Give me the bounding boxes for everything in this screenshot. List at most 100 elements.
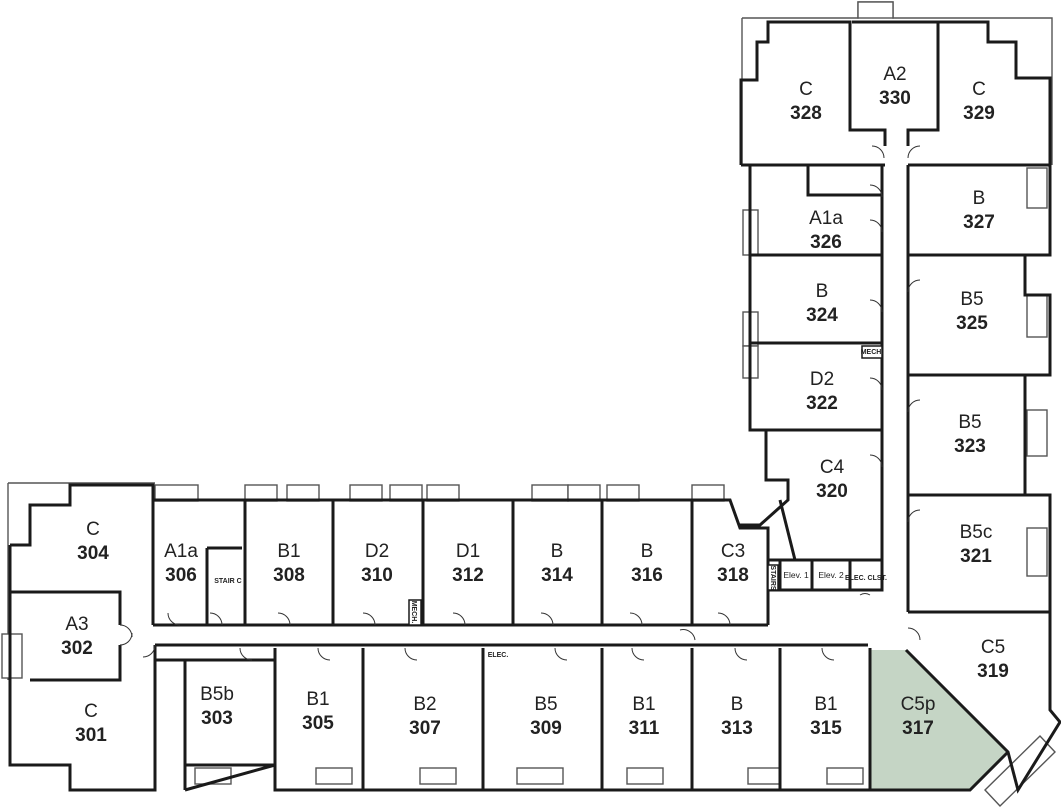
unit-type: B1 [277,541,300,562]
unit-type: C3 [721,541,745,562]
walls [8,20,1061,794]
unit-type: C4 [820,457,845,478]
unit-number: 327 [963,212,995,233]
unit-type: B1 [632,694,655,715]
unit-type: C5p [901,694,936,715]
utility-rooms: MECH. STAIR C MECH. ELEC. STAIRS Elev. 1… [214,345,887,659]
unit-number: 306 [165,565,197,586]
unit-type: B5 [960,289,983,310]
unit-number: 313 [721,718,753,739]
unit-type: B5 [534,694,557,715]
unit-type: D2 [810,369,834,390]
unit-number: 305 [302,713,334,734]
unit-type: B5b [200,684,234,705]
unit-328[interactable]: C 328 [790,79,822,124]
unit-type: B1 [306,689,329,710]
unit-number: 329 [963,103,995,124]
unit-type: B5 [958,412,981,433]
unit-324[interactable]: B 324 [806,281,838,326]
unit-type: B2 [413,694,436,715]
unit-type: C [799,79,813,100]
unit-number: 302 [61,638,93,659]
unit-number: 310 [361,565,393,586]
unit-number: 317 [902,718,934,739]
unit-number: 323 [954,436,986,457]
unit-number: 328 [790,103,822,124]
unit-number: 308 [273,565,305,586]
unit-type: B [816,281,829,302]
unit-number: 301 [75,725,107,746]
unit-number: 309 [530,718,562,739]
unit-number: 318 [717,565,749,586]
unit-number: 321 [960,546,992,567]
unit-number: 314 [541,565,573,586]
unit-number: 326 [810,232,842,253]
unit-number: 307 [409,718,441,739]
unit-number: 311 [629,718,660,739]
unit-number: 304 [77,543,109,564]
elevator-1-label: Elev. 1 [783,570,809,580]
unit-type: A1a [809,208,843,229]
unit-number: 303 [201,708,233,729]
stairs-label: STAIRS [769,565,776,590]
unit-304[interactable]: C 304 [77,519,109,564]
unit-type: A3 [65,614,88,635]
unit-number: 330 [879,88,911,109]
unit-type: B1 [814,694,837,715]
unit-number: 320 [816,481,848,502]
unit-number: 322 [806,393,838,414]
doors [119,145,921,661]
elec-label: ELEC. [488,652,509,659]
unit-type: D1 [456,541,480,562]
mech-label-north: MECH. [861,349,884,356]
unit-number: 315 [810,718,842,739]
unit-type: C5 [981,637,1005,658]
elevator-2-label: Elev. 2 [818,570,844,580]
unit-number: 325 [956,313,988,334]
unit-314[interactable]: B 314 [541,541,573,586]
unit-329[interactable]: C 329 [963,79,995,124]
unit-number: 324 [806,305,838,326]
unit-317-highlight [870,650,1008,790]
unit-type: A1a [164,541,198,562]
unit-type: C [972,79,986,100]
unit-type: C [86,519,100,540]
unit-number: 312 [452,565,484,586]
elec-closet-label: ELEC. CLST. [845,575,887,582]
unit-type: A2 [883,64,906,85]
mech-label-west: MECH. [410,601,417,624]
unit-number: 319 [977,661,1009,682]
unit-type: B [551,541,564,562]
stair-c-label: STAIR C [214,578,241,585]
unit-type: B5c [960,522,993,543]
unit-type: D2 [365,541,389,562]
unit-type: B [641,541,654,562]
